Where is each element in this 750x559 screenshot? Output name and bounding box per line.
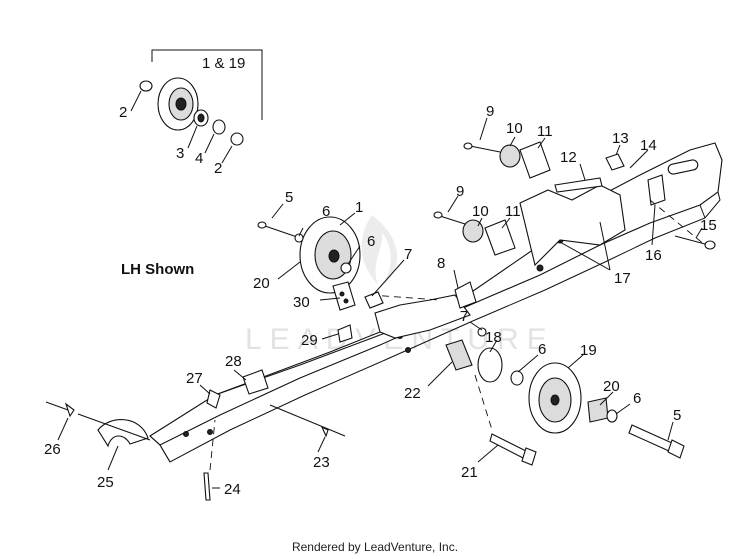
callout-18: 18 <box>485 329 502 346</box>
callout-29: 29 <box>301 332 318 349</box>
plate <box>332 281 356 311</box>
callout-27: 27 <box>186 370 203 387</box>
rear-idler <box>445 339 685 466</box>
callout-16: 16 <box>645 247 662 264</box>
callout-2: 2 <box>214 160 222 177</box>
callout-30: 30 <box>293 294 310 311</box>
callout-19: 19 <box>580 342 597 359</box>
callout-8: 8 <box>437 255 445 272</box>
callout-3: 3 <box>176 145 184 162</box>
nut <box>605 153 625 171</box>
front-bracket <box>374 294 471 339</box>
bolt-head <box>139 80 153 92</box>
callout-20: 20 <box>253 275 270 292</box>
callout-25: 25 <box>97 474 114 491</box>
footer-credit: Rendered by LeadVenture, Inc. <box>291 540 459 554</box>
nut <box>337 324 353 343</box>
diagram-heading: LH Shown <box>121 261 194 278</box>
callout-1-19: 1 & 19 <box>202 55 245 72</box>
callout-10: 10 <box>506 120 523 137</box>
callout-5: 5 <box>285 189 293 206</box>
callout-7: 7 <box>460 308 468 325</box>
callout-4: 4 <box>195 150 203 167</box>
clip <box>647 174 666 206</box>
callout-21: 21 <box>461 464 478 481</box>
snap-ring <box>212 119 226 135</box>
callout-6: 6 <box>538 341 546 358</box>
callout-11: 11 <box>537 123 553 140</box>
callout-6: 6 <box>633 390 641 407</box>
wear-block <box>242 369 269 395</box>
bumper-block <box>519 141 551 179</box>
callout-12: 12 <box>560 149 577 166</box>
callout-5: 5 <box>673 407 681 424</box>
top-idler-assembly <box>130 77 244 164</box>
rear-bracket <box>519 184 626 267</box>
callout-9: 9 <box>456 183 464 200</box>
callout-28: 28 <box>225 353 242 370</box>
callout-6: 6 <box>322 203 330 220</box>
callout-11: 11 <box>505 203 521 220</box>
nut <box>230 132 244 146</box>
callout-24: 24 <box>224 481 241 498</box>
callout-15: 15 <box>700 217 717 234</box>
callout-1: 1 <box>355 199 363 216</box>
callout-17: 17 <box>614 270 631 287</box>
wear-block <box>454 281 477 309</box>
spacer <box>587 397 609 423</box>
rear-hardware <box>433 141 716 256</box>
leader-lines <box>57 117 703 489</box>
callout-23: 23 <box>313 454 330 471</box>
callout-labels: 1 & 19 2 3 4 2 9 10 11 13 12 14 9 10 11 … <box>44 55 717 498</box>
callout-6: 6 <box>367 233 375 250</box>
axle-spacer <box>445 339 473 371</box>
clip <box>206 389 221 409</box>
assembly-bracket <box>151 49 263 120</box>
bolt <box>628 424 673 452</box>
callout-20: 20 <box>603 378 620 395</box>
callout-7: 7 <box>404 246 412 263</box>
callout-10: 10 <box>472 203 489 220</box>
spacer <box>499 144 521 168</box>
front-rail-hardware <box>45 369 346 501</box>
callout-2: 2 <box>119 104 127 121</box>
callout-26: 26 <box>44 441 61 458</box>
screw <box>203 472 211 501</box>
front-idler <box>257 216 487 343</box>
bushing <box>477 347 503 383</box>
callout-9: 9 <box>486 103 494 120</box>
bolt <box>554 177 603 193</box>
callout-22: 22 <box>404 385 421 402</box>
callout-14: 14 <box>640 137 657 154</box>
callout-13: 13 <box>612 130 629 147</box>
